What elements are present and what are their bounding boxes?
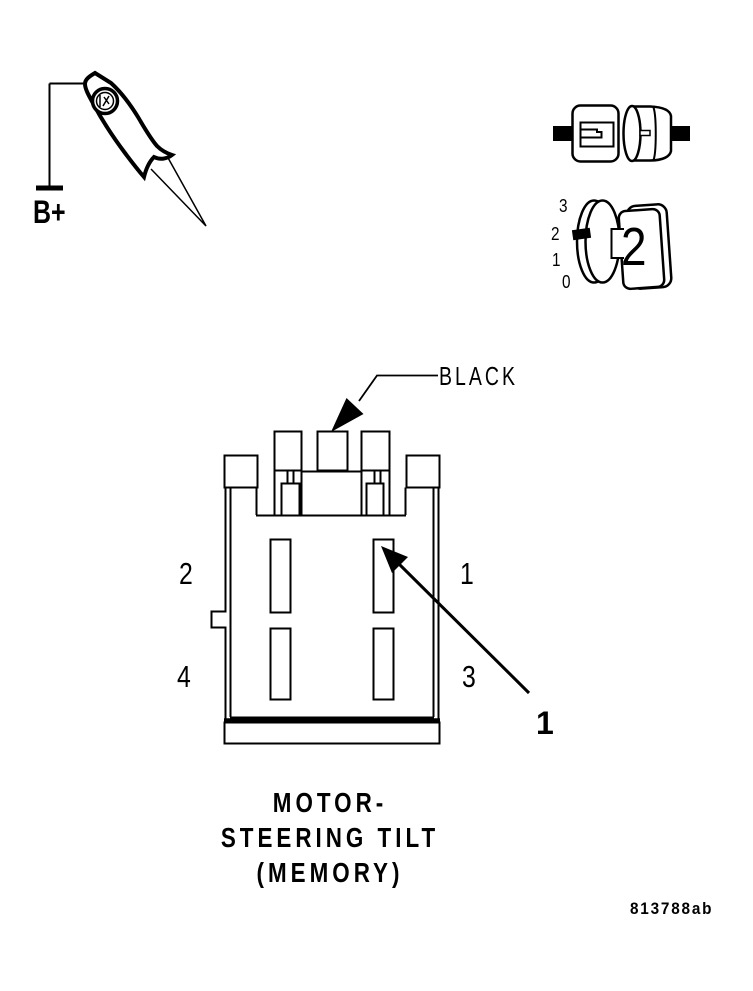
center-block	[300, 470, 363, 517]
terminal-stem-left	[286, 470, 295, 483]
cavity-label-4: 4	[177, 659, 191, 694]
probe-lens-inner	[95, 91, 115, 111]
cavity-4	[269, 627, 292, 701]
probe-lens-filament	[99, 95, 110, 107]
dial-position-indicator	[571, 227, 592, 241]
battery-positive-label: B+	[33, 194, 66, 230]
ignition-position-1: 1	[552, 250, 561, 270]
ignition-position-0: 0	[562, 272, 571, 292]
cavity-label-3: 3	[462, 659, 476, 694]
test-probe-icon	[36, 70, 207, 227]
cavity-label-1: 1	[460, 556, 474, 591]
caption-line-1: MOTOR-	[272, 787, 388, 818]
top-tab-center	[316, 430, 349, 472]
dial-key-notch	[610, 228, 624, 259]
ignition-position-2: 2	[551, 224, 560, 244]
black-wire-leader-line	[358, 374, 438, 402]
housing-ear-right	[405, 454, 441, 489]
ignition-selected-position: 2	[621, 217, 647, 277]
wire-stub-left	[553, 126, 572, 141]
connector-male-cap	[622, 104, 642, 163]
terminal-key-slot	[580, 128, 603, 139]
wire-color-label: BLACK	[439, 361, 518, 391]
terminal-left	[280, 482, 301, 517]
pin-callout-label: 1	[536, 705, 554, 741]
ignition-position-3: 3	[559, 196, 568, 216]
housing-base	[223, 721, 441, 745]
cavity-2	[269, 538, 292, 614]
diagram-caption: MOTOR- STEERING TILT (MEMORY)	[186, 785, 474, 890]
caption-line-3: (MEMORY)	[256, 857, 404, 888]
connector-diagram	[210, 374, 531, 745]
terminal-cavity-outline	[579, 121, 615, 148]
pin1-arrowhead-icon	[381, 546, 408, 573]
connector-male-slot	[639, 129, 651, 137]
cavity-3	[372, 627, 395, 701]
probe-needle	[150, 155, 207, 227]
terminal-right	[365, 482, 385, 517]
cavity-label-2: 2	[179, 556, 193, 591]
ignition-switch-position-icon	[571, 199, 673, 291]
caption-line-2: STEERING TILT	[220, 822, 440, 853]
housing-ear-left	[223, 454, 259, 489]
cavity-1	[372, 538, 395, 614]
black-wire-arrowhead-icon	[331, 398, 364, 432]
pin1-callout-line	[397, 562, 531, 695]
housing-wall-left-outer	[210, 487, 227, 721]
terminal-stem-right	[373, 470, 382, 483]
wire-stub-right	[671, 126, 690, 141]
inline-connector-pair-icon	[553, 104, 690, 163]
connector-male-seam	[652, 107, 657, 161]
figure-code: 813788ab	[630, 899, 714, 918]
